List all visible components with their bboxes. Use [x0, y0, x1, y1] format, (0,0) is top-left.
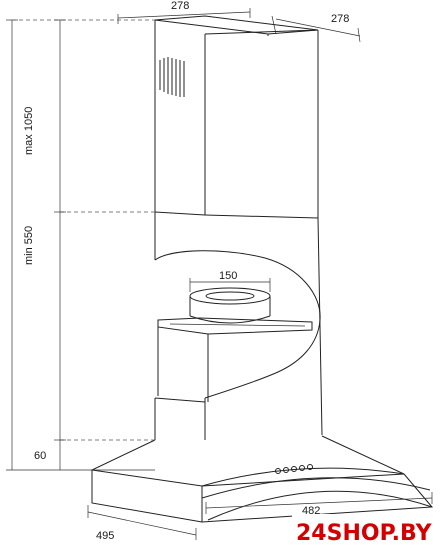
- control-button-icon: [275, 468, 281, 474]
- height-dimensions: max 1050 min 550 60: [6, 19, 155, 471]
- vent-slots-icon: [159, 57, 185, 97]
- motor-housing: [157, 317, 313, 402]
- control-button-icon: [283, 467, 289, 473]
- canopy-height-label: 60: [34, 450, 46, 462]
- depth-label: 495: [96, 530, 114, 542]
- min-height-label: min 550: [23, 226, 35, 265]
- duct-diameter-label: 150: [219, 270, 237, 282]
- max-height-label: max 1050: [23, 107, 35, 155]
- control-panel: [275, 464, 313, 474]
- lower-chimney: [154, 212, 323, 440]
- upper-chimney: [154, 15, 319, 219]
- duct-outlet: 150: [189, 270, 271, 324]
- control-button-icon: [307, 464, 313, 470]
- canopy: [90, 435, 434, 523]
- control-button-icon: [291, 466, 297, 472]
- control-button-icon: [299, 465, 305, 471]
- top-width-label: 278: [171, 0, 189, 12]
- top-depth-dimension: 278: [271, 13, 361, 43]
- watermark-text: 24SHOP.BY: [296, 521, 433, 546]
- top-depth-label: 278: [331, 13, 349, 25]
- top-width-dimension: 278: [117, 0, 251, 24]
- watermark-background: [292, 514, 444, 548]
